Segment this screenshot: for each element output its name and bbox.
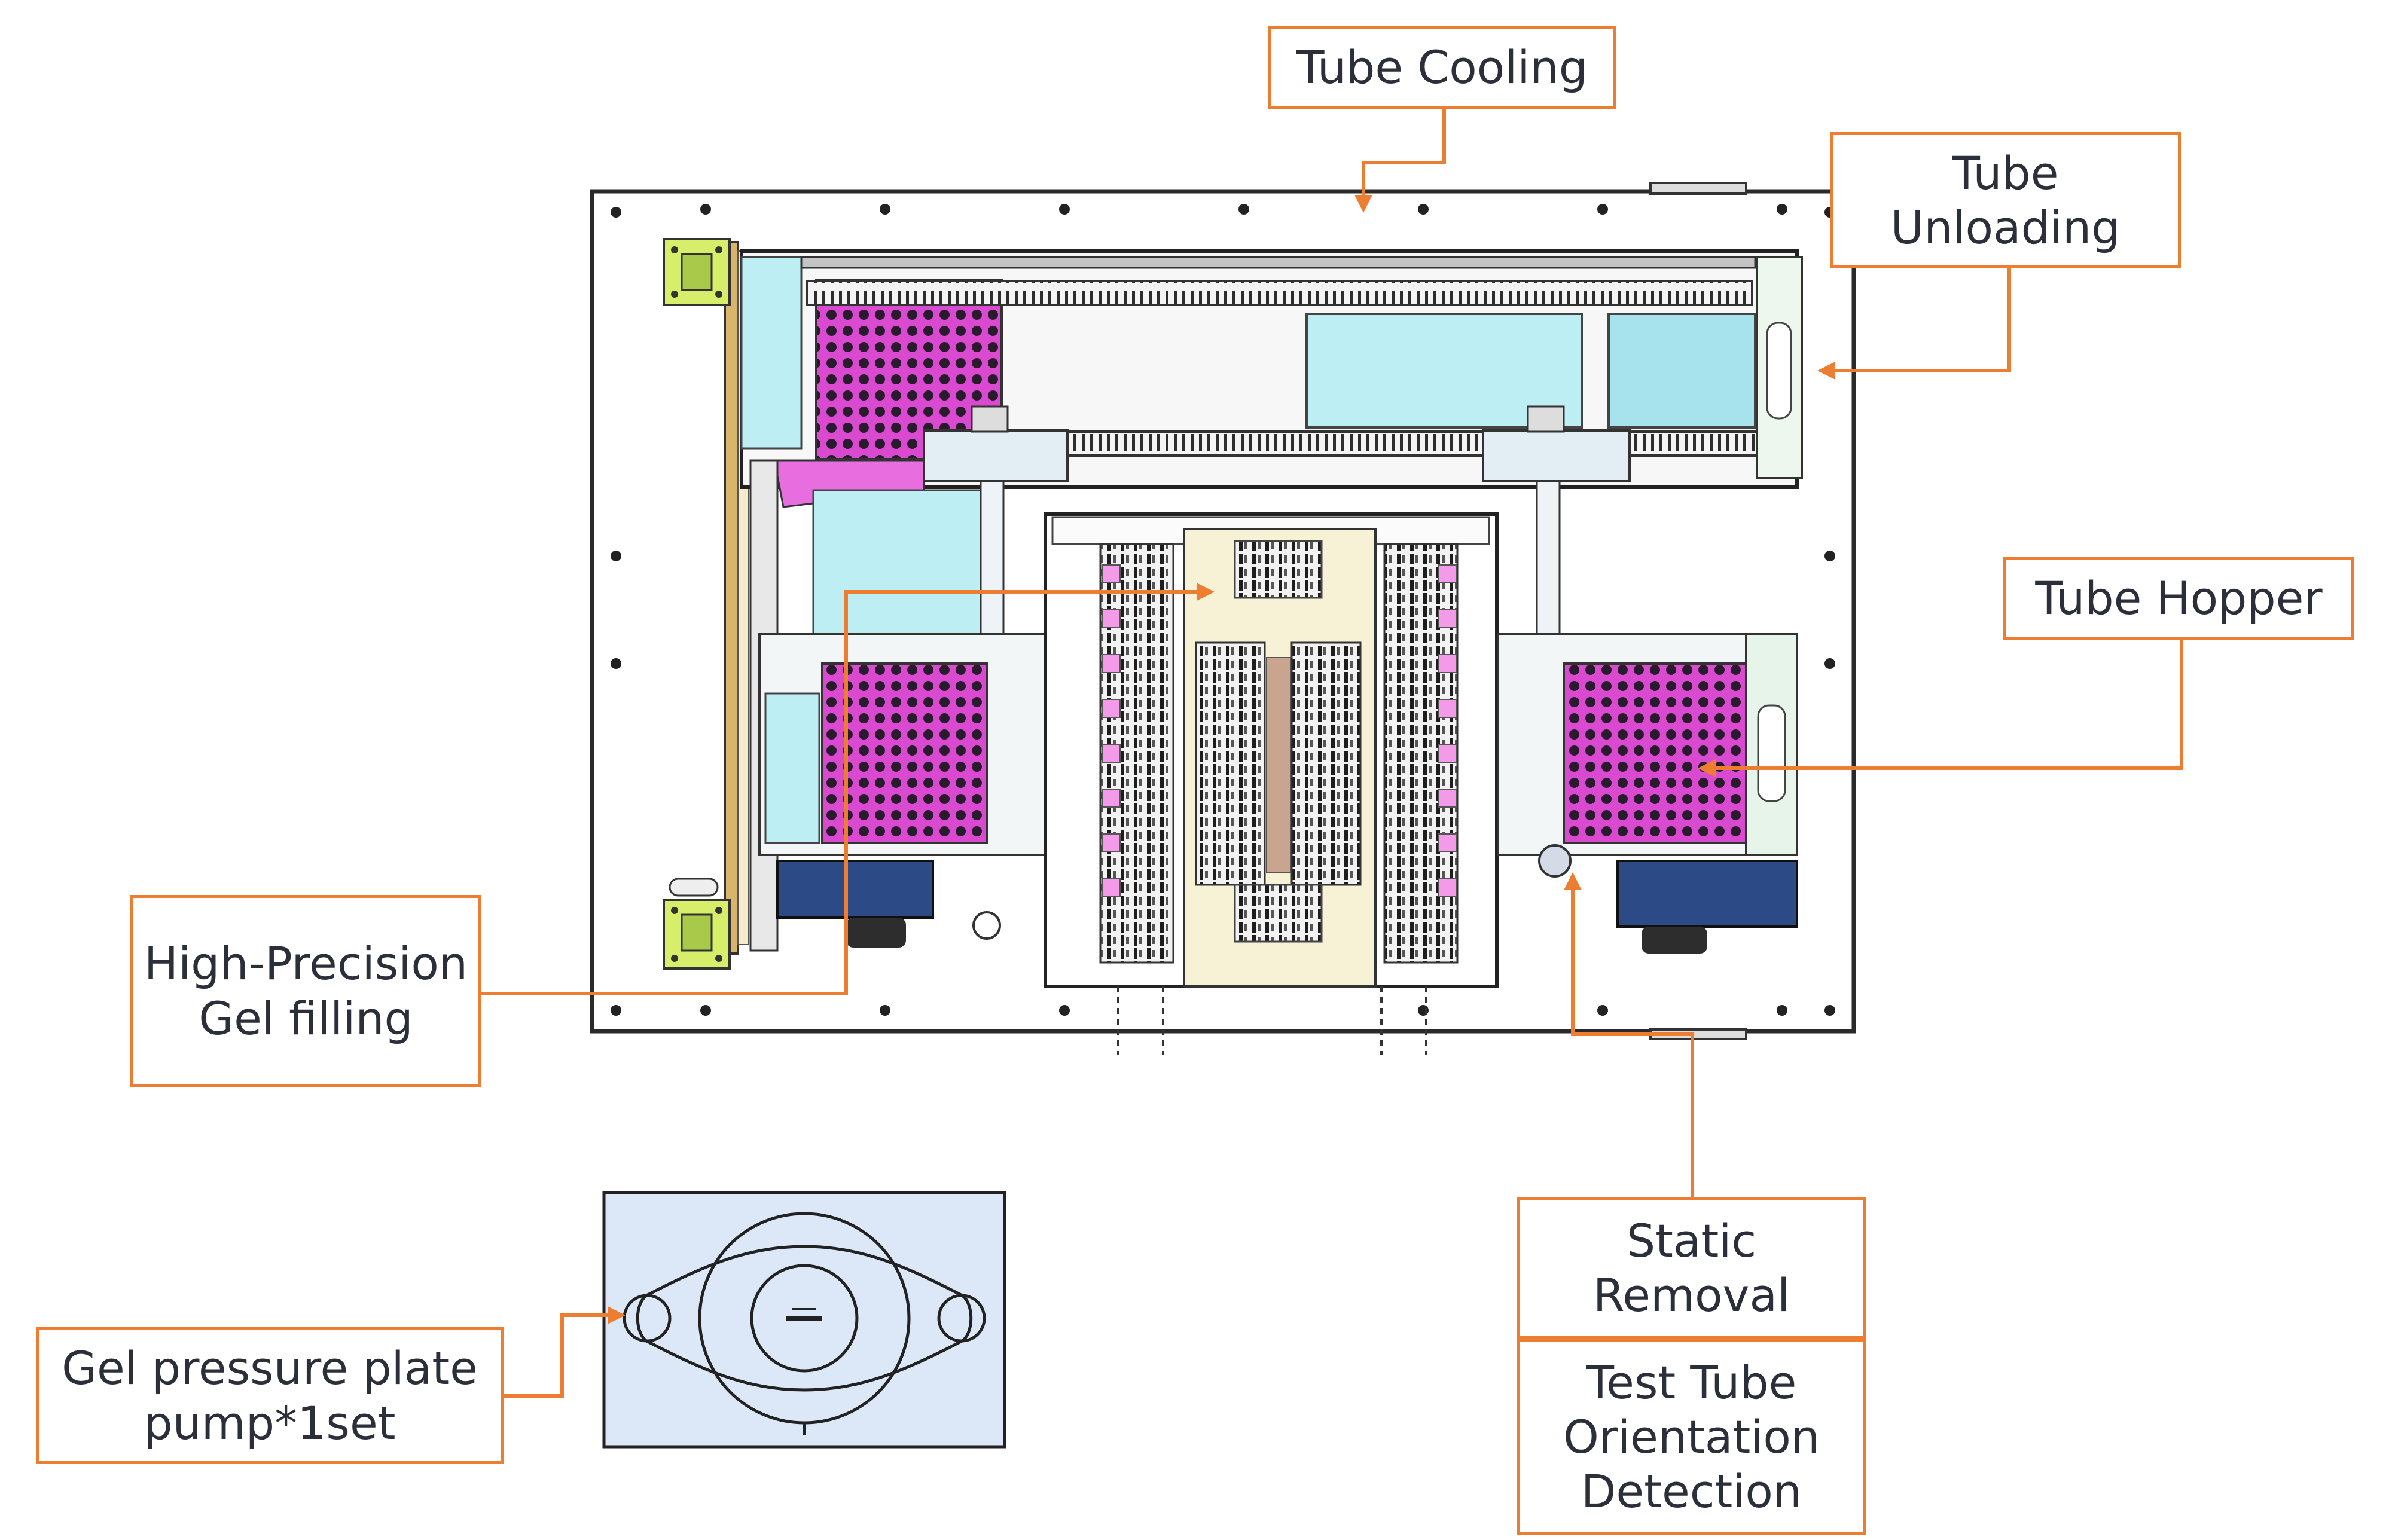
left-mid-cyan-panel <box>812 489 994 635</box>
left-rail <box>724 241 739 955</box>
motor-left-cap <box>846 918 906 948</box>
left-lower-cyan <box>764 692 820 844</box>
pump-inset-drawing <box>623 1212 986 1435</box>
leader-tube-hopper <box>1698 638 2183 777</box>
gripper-block-left <box>923 429 1069 482</box>
top-left-cyan-panel <box>740 256 803 450</box>
callout-gel-pump: Gel pressure plate pump*1set <box>36 1327 504 1464</box>
upper-rail <box>806 280 1753 306</box>
tube-tray-hopper <box>1563 662 1747 844</box>
unloading-panel <box>1607 313 1756 429</box>
leader-tube-cooling <box>1354 108 1446 213</box>
leader-tube-unloading <box>1817 268 2011 380</box>
callout-static-removal: Static Removal <box>1517 1197 1866 1339</box>
lower-rail <box>1057 430 1765 457</box>
callout-gel-filling: High-Precision Gel filling <box>130 895 481 1087</box>
leader-static-removal <box>1564 872 1694 1199</box>
probe-lines <box>1117 986 1427 1055</box>
nozzle-head-top <box>1234 540 1323 599</box>
shaft-left-top <box>971 405 1009 433</box>
callout-tube-hopper: Tube Hopper <box>2003 557 2354 640</box>
lime-clamp-top <box>663 238 731 306</box>
nozzle-head-bottom <box>1234 884 1323 943</box>
motor-right-cap <box>1642 927 1707 954</box>
callout-orientation-detection: Test Tube Orientation Detection <box>1517 1339 1866 1535</box>
drain-port <box>972 911 1001 940</box>
frame-screws <box>611 204 1835 1016</box>
motor-left <box>776 860 934 919</box>
frame-tab-top <box>1649 182 1747 195</box>
lime-clamp-bottom <box>663 878 731 970</box>
nozzle-grid-left <box>1195 641 1266 886</box>
static-removal-ring <box>1538 844 1572 878</box>
valve-pink-markers <box>1102 564 1457 897</box>
motor-right <box>1616 860 1798 928</box>
rail-bar <box>800 256 1756 269</box>
nozzle-center-strip <box>1266 657 1291 873</box>
leader-lines <box>481 108 2183 1398</box>
hopper-slot <box>1757 704 1786 802</box>
unloading-slot <box>1766 322 1792 420</box>
nozzle-grid-right <box>1290 641 1362 886</box>
shaft-right-top <box>1527 405 1565 433</box>
leader-gel-pump <box>502 1306 626 1398</box>
tube-tray-bottom-left <box>821 662 988 844</box>
leader-gel-filling <box>481 583 1215 995</box>
callout-tube-cooling: Tube Cooling <box>1268 26 1616 109</box>
callout-tube-unloading: Tube Unloading <box>1830 132 2181 268</box>
gripper-block-right <box>1482 429 1631 482</box>
